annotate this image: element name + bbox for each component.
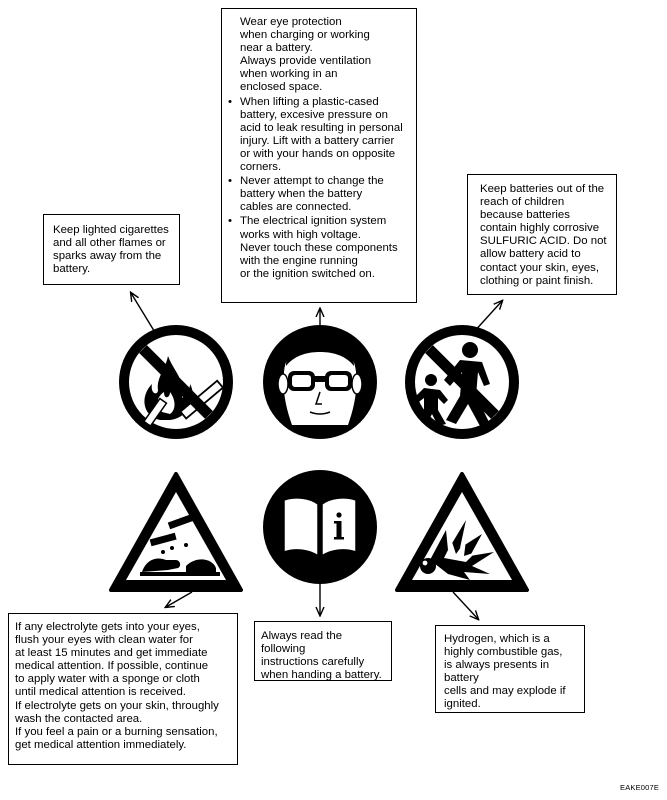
no-open-flame-icon bbox=[119, 325, 233, 439]
read-instructions-icon bbox=[263, 470, 377, 584]
warning-bullet-ignition: The electrical ignition system works wit… bbox=[228, 215, 410, 280]
keep-away-from-children-icon bbox=[405, 325, 519, 439]
no-flames-warning-box: Keep lighted cigarettes and all other fl… bbox=[43, 214, 180, 285]
warning-bullet-cables: Never attempt to change the battery when… bbox=[228, 175, 410, 214]
manual-warning-box: Always read the following instructions c… bbox=[254, 621, 392, 681]
figure-code: EAKE007E bbox=[620, 783, 660, 792]
hydrogen-text: Hydrogen, which is a highly combustible … bbox=[444, 633, 566, 711]
arrow-to-electrolyte-box bbox=[166, 591, 193, 607]
explosive-gas-warning-icon bbox=[395, 472, 529, 592]
eye-protection-intro: Wear eye protection when charging or wor… bbox=[240, 16, 372, 94]
electrolyte-warning-box: If any electrolyte gets into your eyes, … bbox=[8, 613, 238, 765]
no-flames-text: Keep lighted cigarettes and all other fl… bbox=[53, 224, 169, 276]
warning-bullet-lifting: When lifting a plastic-cased battery, ex… bbox=[228, 96, 410, 175]
manual-text: Always read the following instructions c… bbox=[261, 630, 382, 682]
arrow-to-no-flames-box bbox=[131, 293, 157, 335]
hydrogen-warning-box: Hydrogen, which is a highly combustible … bbox=[435, 625, 585, 713]
corrosive-acid-warning-icon bbox=[109, 472, 243, 592]
arrow-to-hydrogen-box bbox=[452, 591, 478, 619]
children-text: Keep batteries out of the reach of child… bbox=[480, 183, 607, 287]
eye-protection-warning-box: Wear eye protection when charging or wor… bbox=[221, 8, 417, 303]
eye-protection-bullet-list: When lifting a plastic-cased battery, ex… bbox=[228, 96, 410, 281]
eye-protection-icon bbox=[263, 325, 377, 439]
children-warning-box: Keep batteries out of the reach of child… bbox=[467, 174, 617, 295]
electrolyte-text: If any electrolyte gets into your eyes, … bbox=[15, 621, 219, 751]
